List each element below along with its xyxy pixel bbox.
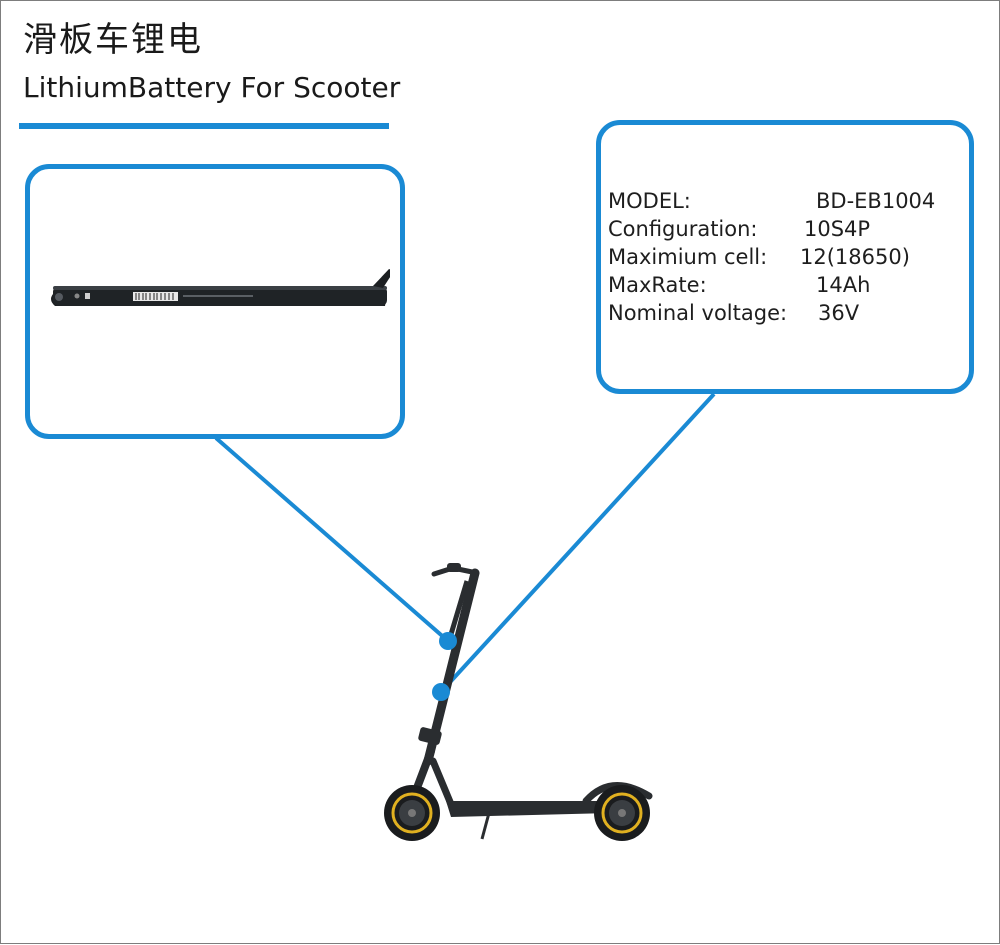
spec-row-max-cell: Maximium cell: 12(18650) (608, 243, 935, 271)
spec-value: BD-EB1004 (816, 189, 936, 213)
spec-list: MODEL: BD-EB1004 Configuration: 10S4P Ma… (608, 187, 935, 327)
spec-row-max-rate: MaxRate: 14Ah (608, 271, 935, 299)
spec-row-model: MODEL: BD-EB1004 (608, 187, 935, 215)
scooter-image (384, 563, 653, 841)
spec-value: 14Ah (816, 273, 871, 297)
title-underline (19, 123, 389, 129)
spec-value: 10S4P (804, 217, 871, 241)
spec-label: Nominal voltage: (608, 301, 788, 325)
spec-callout: MODEL: BD-EB1004 Configuration: 10S4P Ma… (596, 120, 974, 394)
spec-row-nominal-voltage: Nominal voltage: 36V (608, 299, 935, 327)
battery-pack-image (51, 269, 390, 306)
spec-label: MODEL: (608, 189, 691, 213)
spec-value: 36V (818, 301, 860, 325)
page-title-cn: 滑板车锂电 (23, 20, 203, 60)
spec-anchor-dot (432, 683, 450, 701)
battery-callout (25, 164, 405, 439)
spec-label: MaxRate: (608, 273, 707, 297)
battery-callout-line (214, 436, 450, 643)
spec-label: Maximium cell: (608, 245, 768, 269)
spec-row-configuration: Configuration: 10S4P (608, 215, 935, 243)
spec-value: 12(18650) (800, 245, 910, 269)
page-title-en: LithiumBattery For Scooter (23, 71, 401, 104)
battery-anchor-dot (439, 632, 457, 650)
spec-callout-line (439, 392, 716, 694)
spec-label: Configuration: (608, 217, 758, 241)
